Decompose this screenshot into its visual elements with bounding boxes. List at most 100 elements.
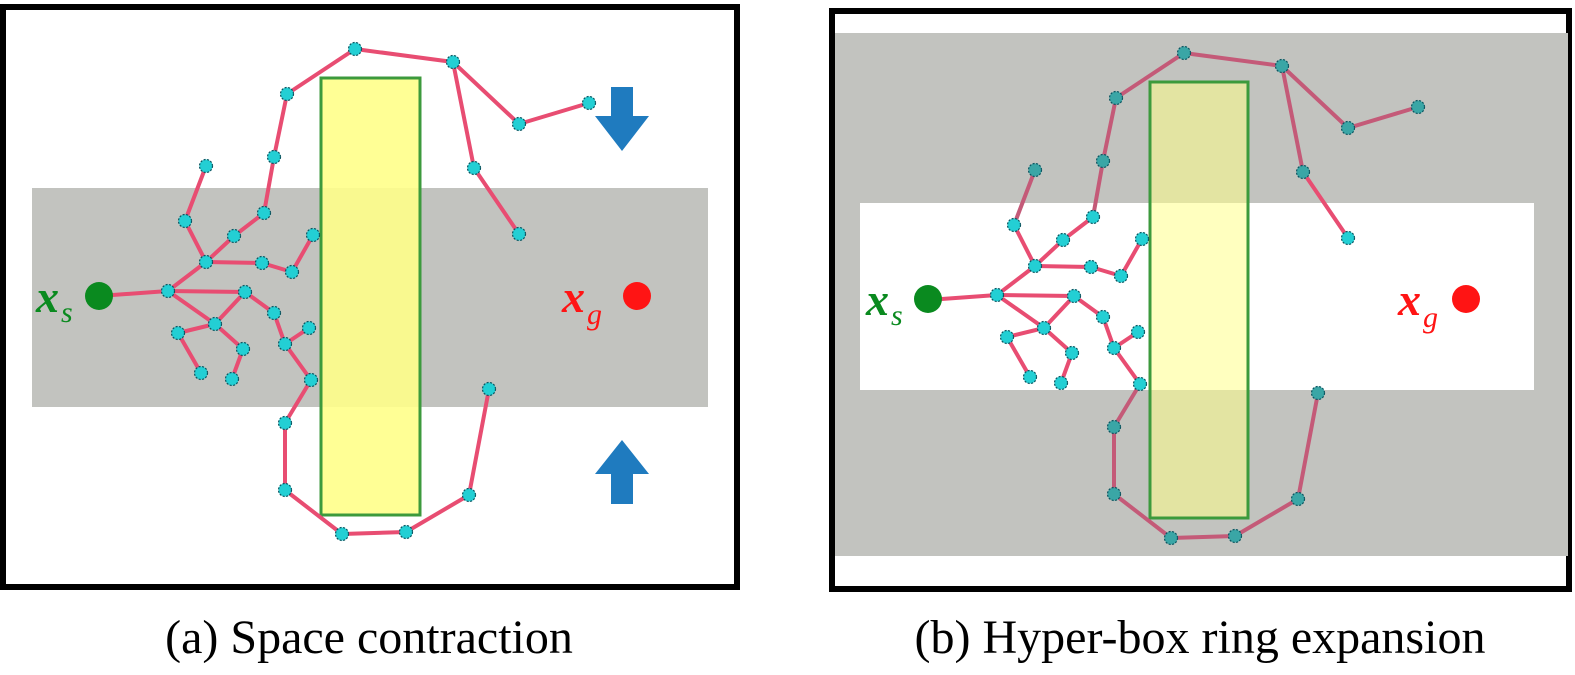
tree-node	[279, 86, 295, 102]
tree-edge	[283, 378, 313, 425]
tree-node	[198, 254, 214, 270]
tree-edge	[353, 47, 455, 64]
tree-node	[284, 264, 300, 280]
tree-node	[207, 316, 223, 332]
goal-label: xg	[1397, 274, 1438, 334]
tree-node	[160, 283, 176, 299]
tree-node	[461, 487, 477, 503]
tree-node	[1163, 530, 1179, 546]
tree-edge	[1112, 346, 1142, 386]
tree-node	[1106, 419, 1122, 435]
tree-node	[170, 325, 186, 341]
tree-node	[1066, 288, 1082, 304]
tree-edge	[1280, 64, 1305, 174]
tree-node	[1085, 209, 1101, 225]
tree-edge	[1012, 168, 1037, 227]
tree-edge	[1114, 51, 1186, 100]
tree-edge	[176, 331, 203, 375]
tree-node	[1055, 232, 1071, 248]
tree-node	[1340, 230, 1356, 246]
obstacle	[1148, 80, 1250, 520]
tree-edge	[1233, 497, 1300, 538]
tree-edge	[183, 219, 208, 264]
tree-node	[481, 381, 497, 397]
tree-node	[1064, 345, 1080, 361]
start-point	[85, 282, 113, 310]
panel-caption: (a) Space contraction	[165, 611, 573, 664]
tree-node	[1106, 340, 1122, 356]
tree-node	[445, 54, 461, 70]
tree-node	[303, 372, 319, 388]
tree-node	[277, 415, 293, 431]
tree-edge	[1346, 105, 1420, 130]
tree-node	[1176, 45, 1192, 61]
goal-point	[623, 282, 651, 310]
tree-edge	[1296, 391, 1320, 501]
tree-node	[1295, 164, 1311, 180]
tree-edge	[1112, 382, 1142, 429]
tree-edge	[1005, 335, 1032, 379]
tree-node	[1340, 120, 1356, 136]
tree-node	[277, 482, 293, 498]
tree-edge	[1042, 294, 1076, 330]
tree-node	[235, 341, 251, 357]
tree-edge	[1101, 96, 1118, 163]
tree-node	[224, 371, 240, 387]
tree-node	[256, 205, 272, 221]
tree-node	[1027, 162, 1043, 178]
tree-edge	[285, 47, 357, 96]
tree-edge	[1033, 264, 1093, 269]
tree-edge	[1169, 534, 1237, 540]
tree-node	[466, 160, 482, 176]
goal-label: xg	[561, 271, 602, 331]
rrt-tree	[98, 41, 597, 542]
tree-edge	[467, 387, 491, 497]
tree-edge	[404, 493, 471, 534]
tree-edge	[340, 530, 408, 536]
arrow-down-icon	[595, 87, 649, 151]
tree-edge	[1091, 159, 1105, 219]
tree-node	[1410, 99, 1426, 115]
tree-node	[266, 149, 282, 165]
tree-edge	[451, 60, 476, 170]
tree-node	[398, 524, 414, 540]
panel-hyper-box-ring-expansion: xs xg (b) Hyper-box ring expansion	[829, 8, 1572, 664]
tree-edge	[995, 293, 1046, 330]
tree-node	[254, 255, 270, 271]
tree-node	[1134, 231, 1150, 247]
tree-edge	[166, 260, 208, 293]
tree-edge	[183, 164, 208, 223]
tree-edge	[283, 488, 344, 536]
tree-node	[1006, 217, 1022, 233]
tree-edge	[995, 293, 1076, 298]
tree-node	[177, 213, 193, 229]
tree-node	[1227, 528, 1243, 544]
obstacle	[319, 76, 422, 517]
tree-node	[347, 41, 363, 57]
tree-node	[1290, 491, 1306, 507]
tree-node	[1027, 258, 1043, 274]
tree-node	[1130, 324, 1146, 340]
tree-node	[1036, 320, 1052, 336]
tree-node	[198, 158, 214, 174]
tree-node	[1274, 58, 1290, 74]
goal-point	[1452, 285, 1480, 313]
arrow-up-icon	[595, 440, 649, 504]
start-label: xs	[865, 274, 903, 332]
tree-node	[193, 365, 209, 381]
tree-node	[1106, 486, 1122, 502]
tree-node	[1095, 309, 1111, 325]
tree-edge	[166, 289, 247, 294]
tree-edge	[262, 155, 276, 215]
panel-space-contraction: xs xg (a) Space contraction	[0, 4, 740, 664]
start-label: xs	[35, 271, 73, 329]
panel-caption: (b) Hyper-box ring expansion	[915, 611, 1486, 664]
tree-edge	[204, 260, 264, 265]
tree-node	[989, 287, 1005, 303]
tree-edge	[517, 101, 591, 126]
tree-node	[305, 227, 321, 243]
tree-edge	[272, 92, 289, 159]
tree-node	[1083, 259, 1099, 275]
tree-edge	[1301, 170, 1350, 240]
